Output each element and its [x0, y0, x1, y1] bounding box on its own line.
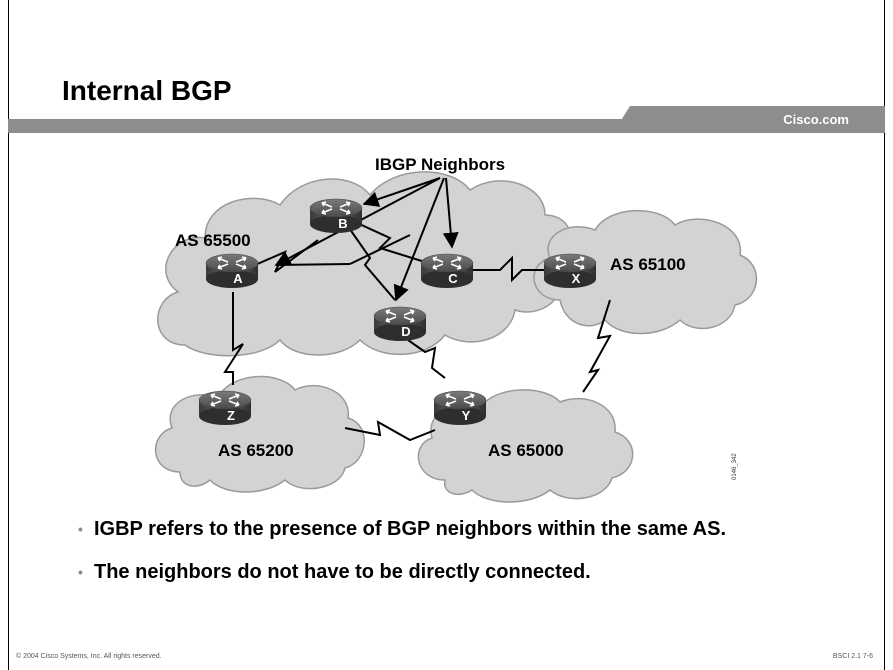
figure-id: 0146_342	[732, 453, 738, 480]
bullet-list: • IGBP refers to the presence of BGP nei…	[78, 518, 868, 604]
router-label-z: Z	[227, 408, 235, 423]
header-bar	[8, 106, 885, 133]
router-label-x: X	[572, 271, 581, 286]
router-label-a: A	[233, 271, 243, 286]
bullet-text: The neighbors do not have to be directly…	[94, 561, 591, 583]
router-y	[433, 390, 487, 426]
ibgp-neighbors-label: IBGP Neighbors	[375, 155, 505, 174]
cloud-as65200	[155, 375, 365, 493]
slide-title: Internal BGP	[62, 75, 232, 106]
router-d	[373, 306, 427, 342]
router-a	[205, 253, 259, 289]
bullet-item: • IGBP refers to the presence of BGP nei…	[78, 518, 868, 541]
router-label-c: C	[448, 271, 458, 286]
copyright-text: © 2004 Cisco Systems, Inc. All rights re…	[16, 653, 162, 660]
slide-number: BSCI 2.1 7-6	[832, 653, 873, 660]
router-z	[198, 390, 252, 426]
as65500-label: AS 65500	[175, 231, 251, 250]
router-label-y: Y	[462, 408, 471, 423]
router-label-b: B	[338, 216, 347, 231]
bullet-item: • The neighbors do not have to be direct…	[78, 561, 868, 584]
bullet-dot: •	[78, 521, 83, 537]
as65100-label: AS 65100	[610, 255, 686, 274]
brand-label: Cisco.com	[783, 112, 849, 127]
slide-frame	[8, 0, 885, 670]
router-c	[420, 253, 474, 289]
bullet-dot: •	[78, 564, 83, 580]
router-x	[543, 253, 597, 289]
cloud-as65100	[533, 209, 757, 335]
router-label-d: D	[401, 324, 410, 339]
as65000-label: AS 65000	[488, 441, 564, 460]
as65200-label: AS 65200	[218, 441, 294, 460]
bullet-text: IGBP refers to the presence of BGP neigh…	[94, 518, 727, 540]
cloud-as65500	[157, 171, 572, 357]
router-b	[309, 198, 363, 234]
